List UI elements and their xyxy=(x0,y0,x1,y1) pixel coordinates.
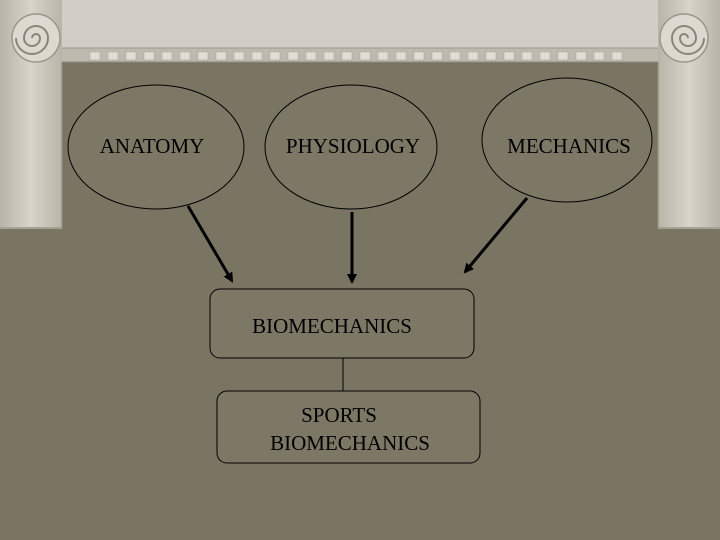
node-anatomy xyxy=(67,84,245,210)
label-sports-line2: BIOMECHANICS xyxy=(270,431,430,455)
node-biomechanics xyxy=(209,288,475,359)
node-sports-biomechanics xyxy=(216,390,481,464)
arrow-mechanics-to-biomechanics xyxy=(463,197,529,274)
label-biomechanics: BIOMECHANICS xyxy=(252,314,412,338)
label-mechanics: MECHANICS xyxy=(507,134,631,158)
label-anatomy: ANATOMY xyxy=(99,134,205,158)
node-mechanics xyxy=(481,77,653,203)
decorative-frame xyxy=(0,0,720,229)
label-physiology: PHYSIOLOGY xyxy=(285,134,421,158)
arrow-anatomy-to-biomechanics xyxy=(186,205,234,283)
node-physiology xyxy=(264,84,438,210)
label-sports-line1: SPORTS xyxy=(301,403,377,427)
